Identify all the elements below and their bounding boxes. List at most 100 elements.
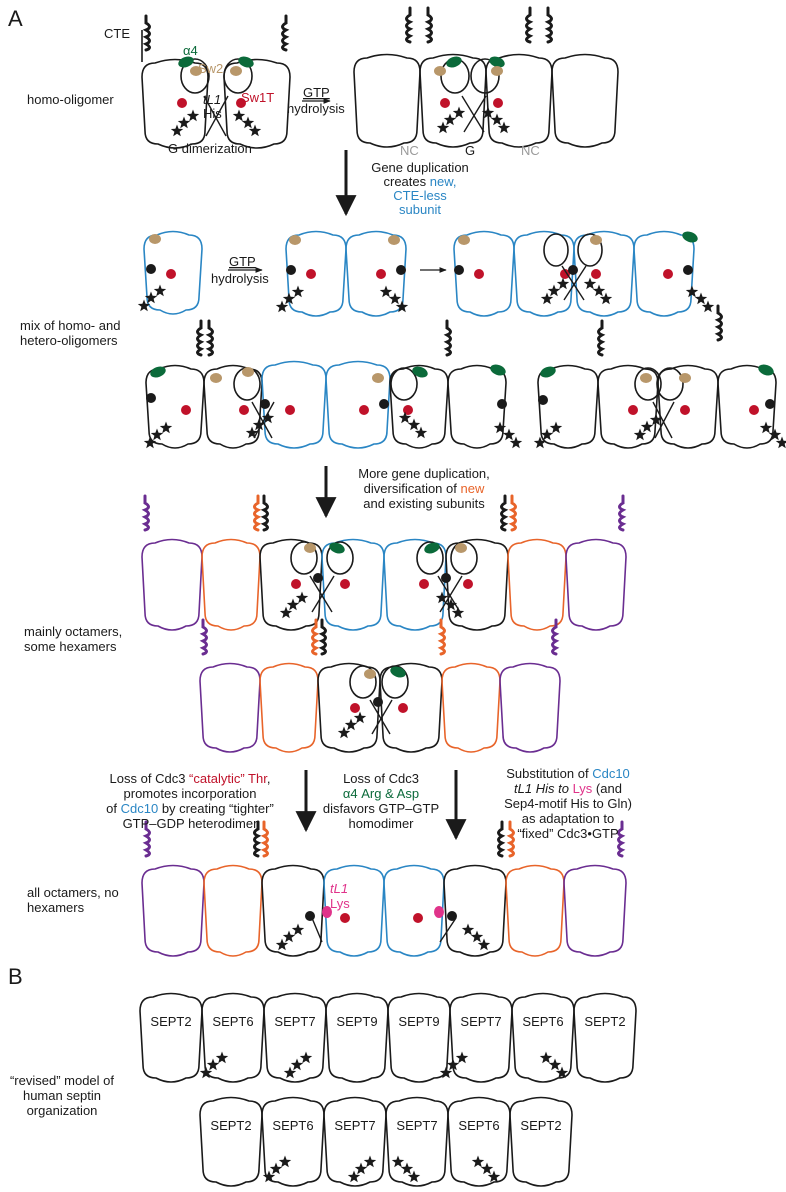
tl1-crossing-line (371, 699, 393, 735)
alpha4-helix (682, 231, 698, 243)
cte-coil (500, 494, 509, 532)
mix-label-line1: mix of homo- and (20, 318, 120, 333)
tl1-crossing-line (652, 401, 673, 439)
g-interface-star (583, 277, 597, 290)
cte-coil (142, 820, 151, 858)
gtp-site (403, 405, 413, 415)
g-interface-star (177, 116, 191, 129)
subunit-outline (447, 364, 507, 449)
switch2 (372, 373, 384, 383)
g-interface-star (477, 938, 491, 951)
g-interface-star (137, 299, 151, 312)
step2-line1: More gene duplication, (358, 466, 490, 481)
septin-octamer-label: SEPT9 (398, 1014, 439, 1029)
loop (390, 367, 418, 401)
subunit-outline (657, 364, 719, 449)
g-interface-star (446, 1058, 460, 1071)
subunit-outline (573, 230, 635, 317)
gtp-site (239, 405, 249, 415)
tl1-crossing-line (369, 699, 391, 735)
switch2 (388, 235, 400, 245)
g-interface-star (279, 606, 293, 619)
nc-label-right: NC (521, 143, 540, 158)
gtp-site (306, 269, 316, 279)
g-interface-star (241, 116, 255, 129)
g-interface-star (354, 1162, 368, 1175)
g-interface-star (533, 436, 547, 449)
septin-octamer-label: SEPT7 (274, 1014, 315, 1029)
cte-coil (714, 304, 723, 342)
gtp-site (413, 913, 423, 923)
alpha4-helix (758, 364, 774, 376)
alpha4-helix (446, 56, 462, 68)
g-interface-star (509, 436, 523, 449)
subunit-layer (137, 6, 786, 1187)
cte-coil (424, 6, 433, 44)
alpha4-helix-left (178, 56, 194, 68)
tl1-crossing-line (439, 575, 463, 613)
g-interface-star (199, 1066, 213, 1079)
gtp-label-1: GTP (303, 85, 330, 100)
nucleotide-his (538, 395, 548, 405)
nucleotide-his (441, 573, 451, 583)
lys-residue-left (322, 906, 332, 918)
alpha4-helix (150, 366, 166, 378)
loop (349, 665, 377, 699)
gtp-site-left (177, 98, 187, 108)
subunit-outline (143, 230, 203, 315)
switch2 (149, 234, 161, 244)
g-interface-star (282, 930, 296, 943)
g-interface-star (471, 1155, 485, 1168)
homo-oligomer-label: homo-oligomer (27, 92, 114, 107)
g-interface-star (344, 718, 358, 731)
gtp-site (398, 703, 408, 713)
subunit-outline (383, 864, 445, 957)
alpha4-label: α4 (183, 43, 198, 58)
sw2-label: Sw2 (198, 61, 223, 76)
tl1-crossing-line (654, 401, 675, 439)
switch2 (458, 235, 470, 245)
g-interface-star (414, 426, 428, 439)
g-interface-star (775, 436, 786, 449)
g-interface-star (649, 413, 663, 426)
gtp-site (181, 405, 191, 415)
g-interface-star (295, 591, 309, 604)
tl1-crossing-line (253, 401, 275, 439)
loop (381, 665, 409, 699)
subunit-outline (441, 662, 501, 753)
subunit-outline (443, 864, 507, 957)
g-interface-star (407, 418, 421, 431)
subunit-outline (261, 360, 327, 449)
loop (470, 58, 500, 94)
g-interface-star (283, 1066, 297, 1079)
gtp-site (440, 98, 450, 108)
g-interface-star (153, 284, 167, 297)
nucleotide-his (286, 265, 296, 275)
gtp-site (359, 405, 369, 415)
cte-coil (318, 618, 327, 656)
g-interface-star (290, 1058, 304, 1071)
g-interface-star (540, 292, 554, 305)
subunit-outline (511, 992, 575, 1083)
step3-right-line2: tL1 His to Lys (and (514, 781, 622, 796)
switch2 (210, 373, 222, 383)
g-interface-star (275, 300, 289, 313)
g-interface-star (444, 598, 458, 611)
loop (416, 541, 444, 575)
subunit-outline (259, 662, 319, 753)
cte-coil (551, 618, 560, 656)
step3-left-line3: of Cdc10 by creating “tighter” (106, 801, 274, 816)
g-interface-star (398, 411, 412, 424)
g-interface-star (206, 1058, 220, 1071)
cte-coil (497, 820, 506, 858)
subunit-outline (551, 53, 619, 148)
cte-coil (508, 494, 517, 532)
septin-octamer-label: SEPT6 (522, 1014, 563, 1029)
subunit-outline (323, 1096, 387, 1187)
nucleotide-his (373, 697, 383, 707)
g-interface-star (694, 292, 708, 305)
g-interface-star (470, 930, 484, 943)
g-interface-star (547, 284, 561, 297)
gtp-site (419, 579, 429, 589)
cte-coil (597, 319, 606, 357)
